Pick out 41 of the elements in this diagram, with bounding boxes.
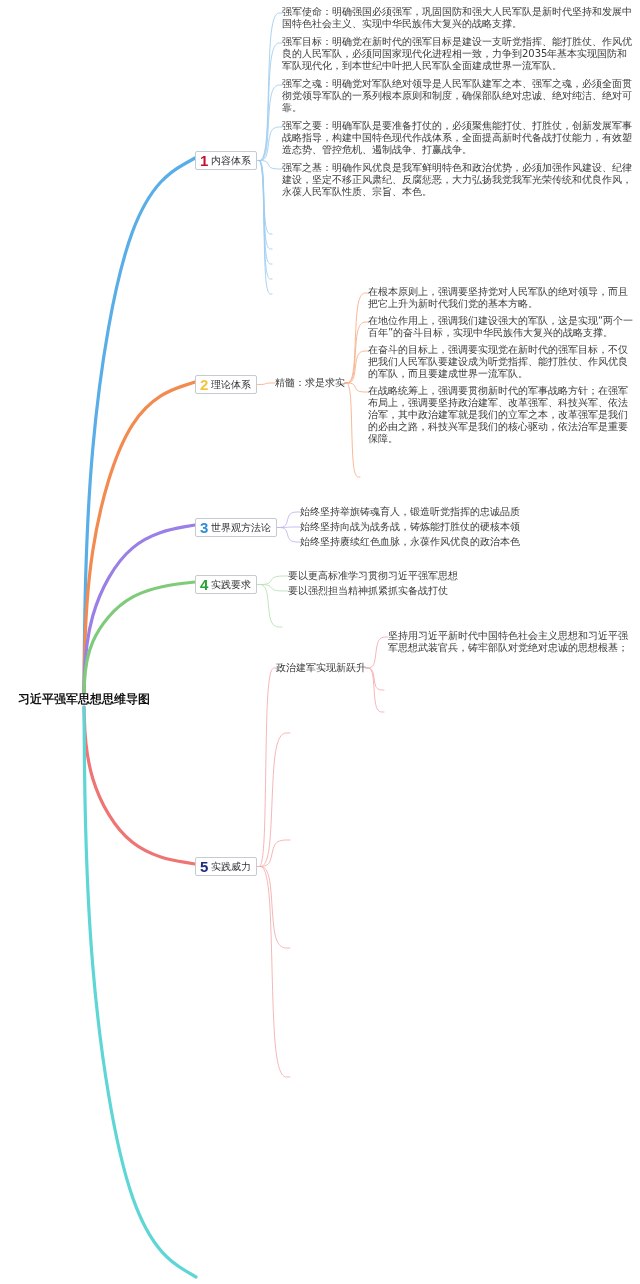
topic-number: 5 — [200, 859, 209, 874]
branch-text: 在战略统筹上，强调要贯彻新时代的军事战略方针；在强军布局上，强调要坚持政治建军、改革强军、科技兴军、依法治军，其中政治建军就是我们的立军之本，改革强军是我们的必由之路，科技兴军是我们的核心驱动，依法治军是重要保障。 — [368, 385, 636, 445]
branch-line — [365, 667, 385, 713]
topic-number: 2 — [200, 377, 209, 392]
branch-text: 强军之基：明确作风优良是我军鲜明特色和政治优势，必须加强作风建设、纪律建设，坚定不移正风肃纪、反腐惩恶，大力弘扬我党我军光荣传统和优良作风，永葆人民军队性质、宗旨、本色。 — [282, 162, 636, 198]
branch-line — [344, 382, 369, 393]
branch-text: 强军目标：明确党在新时代的强军目标是建设一支听党指挥、能打胜仗、作风优良的人民军队，必须同国家现代化进程相一致，力争到2035年基本实现国防和军队现代化，到本世纪中叶把人民军队全面建成世界一流军队。 — [282, 36, 636, 72]
topic-box — [195, 575, 258, 594]
branch-line — [256, 382, 276, 385]
branch-text: 要以强烈担当精神抓紧抓实备战打仗 — [288, 585, 608, 597]
topic-label: 理论体系 — [211, 378, 252, 391]
branch-text: 始终坚持赓续红色血脉，永葆作风优良的政治本色 — [300, 536, 620, 548]
branch-text: 始终坚持举旗铸魂育人，锻造听党指挥的忠诚品质 — [300, 506, 620, 518]
branch-text: 在根本原则上，强调要坚持党对人民军队的绝对领导，而且把它上升为新时代我们党的基本方略。 — [368, 286, 636, 310]
branch-line — [365, 667, 385, 691]
topic-number: 1 — [200, 153, 209, 168]
central-topic: 习近平强军思想思维导图 — [18, 692, 150, 707]
branch-text: 在奋斗的目标上，强调要实现党在新时代的强军目标，不仅把我们人民军队要建设成为听党指挥、能打胜仗、作风优良的军队，而且要建成世界一流军队。 — [368, 344, 636, 380]
branch-text: 强军使命：明确强国必须强军，巩固国防和强大人民军队是新时代坚持和发展中国特色社会主义、实现中华民族伟大复兴的战略支撑。 — [282, 6, 636, 30]
branch-text: 坚持用习近平新时代中国特色社会主义思想和习近平强军思想武装官兵，铸牢部队对党绝对忠诚的思想根基； — [388, 630, 636, 654]
topic-number: 4 — [200, 577, 209, 592]
branch-text: 在地位作用上，强调我们建设强大的军队，这是实现“两个一百年”的奋斗目标，实现中华民族伟大复兴的战略支撑。 — [368, 315, 636, 339]
branch-text: 强军之魂：明确党对军队绝对领导是人民军队建军之本、强军之魂，必须全面贯彻党领导军队的一系列根本原则和制度，确保部队绝对忠诚、绝对纯洁、绝对可靠。 — [282, 78, 636, 114]
topic-label: 世界观方法论 — [211, 521, 272, 534]
topic-box — [195, 857, 258, 876]
topic-box — [195, 375, 258, 394]
branch-line — [82, 705, 198, 1279]
topic-label: 实践要求 — [211, 578, 252, 591]
topic-label: 内容体系 — [211, 154, 252, 167]
branch-text: 精髓：求是求实 — [275, 377, 345, 389]
branch-line — [344, 382, 361, 478]
branch-text: 强军之要：明确军队是要准备打仗的，必须聚焦能打仗、打胜仗，创新发展军事战略指导，构建中国特色现代作战体系，全面提高新时代备战打仗能力，有效塑造态势、管控危机、遏制战争、打赢战争。 — [282, 120, 636, 156]
branch-line — [256, 667, 277, 867]
topic-box — [195, 518, 278, 537]
topic-label: 实践威力 — [211, 860, 252, 873]
branch-line — [82, 580, 197, 694]
branch-text: 要以更高标准学习贯彻习近平强军思想 — [288, 570, 608, 582]
topic-box — [195, 151, 258, 170]
branch-text: 始终坚持向战为战务战，铸炼能打胜仗的硬核本领 — [300, 521, 620, 533]
branch-text: 政治建军实现新跃升 — [276, 662, 366, 674]
topic-number: 3 — [200, 520, 209, 535]
